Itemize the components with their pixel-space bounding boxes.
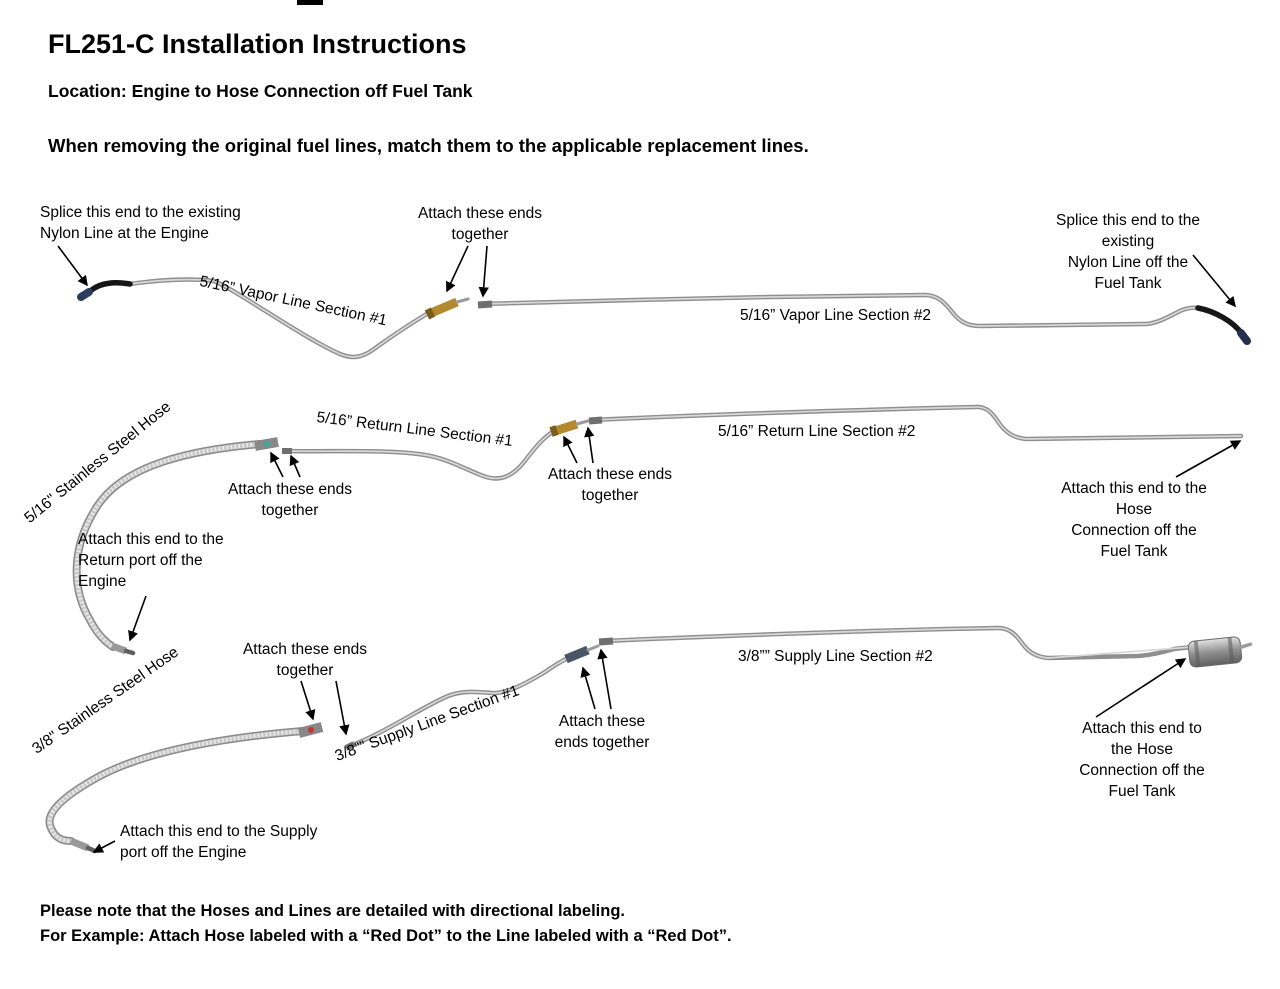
arrow-attach-supply1-a [300, 680, 316, 721]
arrow-attach-return2-a [563, 435, 578, 464]
arrow-attach-return1-b [289, 454, 301, 478]
arrow-attach-supply1-b [335, 680, 350, 736]
vapor-line-section-1 [77, 277, 470, 360]
label-supply-section-2: 3/8”” Supply Line Section #2 [738, 648, 933, 665]
arrow-splice-engine [57, 245, 88, 287]
label-attach-return-ends-mid: Attach these ends together [547, 466, 673, 504]
red-dot [308, 727, 314, 733]
arrow-tank-supply [1095, 658, 1187, 718]
label-attach-supply-ends-left: Attach these ends together [242, 641, 368, 679]
instruction-note: When removing the original fuel lines, m… [48, 135, 809, 156]
line-end-fitting [344, 741, 356, 751]
label-attach-hose-tank-supply: Attach this end to the Hose Connection o… [1079, 720, 1205, 800]
label-splice-engine: Splice this end to the existing Nylon Li… [40, 204, 241, 242]
label-attach-return-ends-left: Attach these ends together [227, 481, 353, 519]
footer-note-line2: For Example: Attach Hose labeled with a … [40, 927, 732, 945]
hose-end-fitting [110, 642, 128, 655]
hose-end-fitting [69, 837, 90, 852]
dark-connector [564, 645, 590, 664]
stainless-hose-38 [45, 722, 324, 854]
page-title: FL251-C Installation Instructions [48, 29, 467, 59]
stainless-hose-516 [72, 437, 279, 656]
label-attach-return-port: Attach this end to the Return port off t… [78, 531, 224, 590]
supply-line-section-1 [344, 644, 600, 751]
label-vapor-section-2: 5/16” Vapor Line Section #2 [740, 307, 932, 324]
line-end-fitting [588, 416, 603, 425]
supply-line-section-2 [598, 625, 1253, 668]
arrow-attach-supply-mid-b [597, 648, 612, 710]
engine-splice-fitting [77, 288, 93, 301]
fuel-filter [1187, 636, 1253, 668]
brass-connector [429, 297, 459, 318]
nylon-end-tank [1195, 305, 1245, 337]
arrow-attach-vapor-right [478, 245, 489, 298]
location-line: Location: Engine to Hose Connection off … [48, 81, 473, 101]
arrow-attach-return2-b [584, 426, 595, 464]
tank-splice-fitting [1237, 329, 1251, 345]
arrow-tank-return [1175, 440, 1242, 478]
arrow-attach-supply-mid-a [580, 666, 596, 710]
label-splice-tank: Splice this end to the existing Nylon Li… [1056, 212, 1200, 292]
arrow-splice-tank [1192, 254, 1236, 308]
arrow-supply-port [92, 840, 116, 853]
teal-dot [264, 441, 270, 447]
footer-note-line1: Please note that the Hoses and Lines are… [40, 902, 625, 920]
brass-connector [553, 419, 579, 436]
return-line-section-1 [282, 419, 590, 481]
line-end-fitting [477, 300, 493, 309]
annotation-arrows [57, 245, 1242, 853]
line-end-fitting [598, 637, 614, 646]
label-attach-hose-tank-return: Attach this end to the Hose Connection o… [1061, 480, 1207, 560]
label-return-section-2: 5/16” Return Line Section #2 [718, 423, 916, 440]
label-attach-supply-port: Attach this end to the Supply port off t… [120, 823, 318, 861]
nylon-end-engine [85, 279, 133, 296]
return-line-section-2 [588, 404, 1244, 442]
label-attach-supply-ends-mid: Attach these ends together [554, 713, 650, 751]
label-attach-vapor-ends: Attach these ends together [417, 205, 543, 243]
arrow-attach-vapor-left [446, 245, 469, 293]
scan-artifact [297, 0, 323, 5]
arrow-attach-return1-a [270, 451, 284, 478]
vapor-line-section-2 [477, 292, 1251, 345]
arrow-return-port [128, 595, 147, 642]
